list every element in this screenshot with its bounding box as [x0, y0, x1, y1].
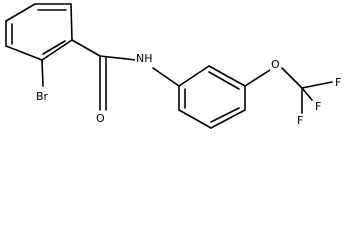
fluorine-label: F [296, 114, 305, 127]
bond-o-cf3 [281, 67, 303, 89]
bond-c-f [301, 87, 313, 101]
bond [208, 65, 246, 87]
carbonyl-oxygen-label: O [95, 112, 106, 125]
benzoyl-ring [5, 3, 73, 61]
bond-ring-carbonyl [71, 39, 101, 57]
fluorine-label: F [334, 76, 343, 89]
bond [178, 109, 212, 129]
bromine-label: Br [35, 90, 50, 103]
fluorine-label: F [314, 100, 323, 113]
bond-n-ring [152, 67, 180, 87]
bond [70, 3, 73, 41]
double-bond-inner [42, 40, 66, 55]
bond-carbonyl-n [99, 55, 137, 61]
bond-ring-o [244, 69, 271, 87]
double-bond-inner [208, 71, 240, 90]
bond [41, 39, 73, 61]
ether-oxygen-label: O [270, 58, 281, 71]
bond [178, 65, 210, 87]
anilide-ring [178, 65, 246, 129]
structure-canvas: Br O NH O F F F [5, 3, 343, 129]
bond-c-br [41, 59, 44, 87]
amide-nitrogen-label: NH [135, 52, 154, 65]
molecule-drawing [5, 3, 333, 129]
bond [210, 109, 246, 129]
double-bond-inner [210, 107, 240, 123]
bond [5, 45, 43, 61]
bond [5, 3, 36, 22]
bond-c-f [301, 81, 333, 89]
